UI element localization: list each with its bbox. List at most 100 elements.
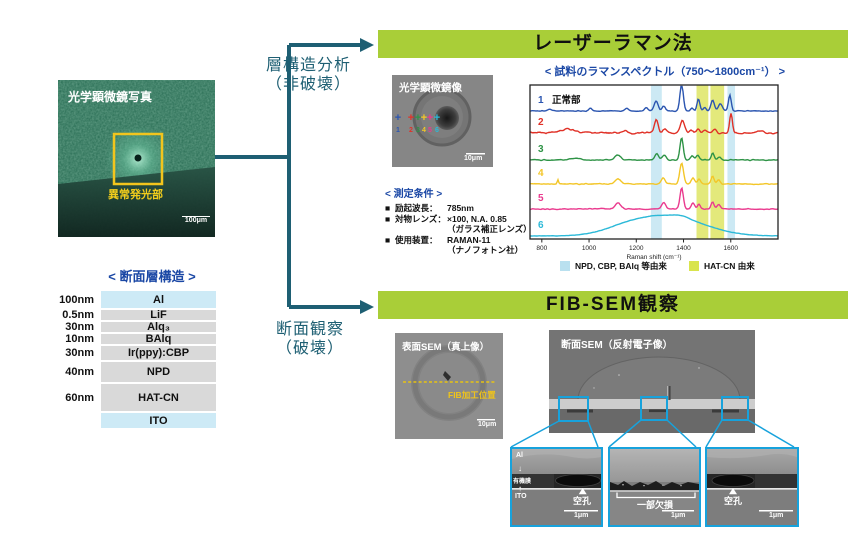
surface-defect-icon xyxy=(443,371,451,381)
raman-micrograph-image: +1+2+3+4+5+6 xyxy=(392,75,493,167)
spectrum-name: 正常部 xyxy=(552,94,581,106)
spectrum-number: 3 xyxy=(538,144,544,155)
layer-row-Alq₃: 30nm Alq₃ xyxy=(48,321,216,333)
conditions-list: ■励起波長：785nm■対物レンズ：×100, N.A. 0.85（ガラス補正レ… xyxy=(385,203,540,256)
inset-void-left-image: ↓ ↑ xyxy=(512,449,601,525)
layer-thickness: 40nm xyxy=(65,366,94,378)
arrow-top-icon xyxy=(360,38,374,52)
inset-partial-loss: 一部欠損 1μm xyxy=(608,447,701,527)
arrow-top-label: 層構造分析 （非破壊） xyxy=(266,56,351,94)
x-tick-label: 1600 xyxy=(724,245,739,252)
inset-scale: 1μm xyxy=(671,512,686,519)
arrow-bottom-label: 断面観察 （破壊） xyxy=(258,320,362,358)
inset-void-right: 空孔 1μm xyxy=(705,447,799,527)
conditions-title: < 測定条件 > xyxy=(385,189,443,200)
band-highlight xyxy=(696,85,709,239)
raman-micrograph-title: 光学顕微鏡像 xyxy=(399,82,462,94)
cross-sem-title: 断面SEM（反射電子像） xyxy=(561,340,673,351)
svg-text:+: + xyxy=(427,112,433,124)
svg-text:5: 5 xyxy=(428,127,432,134)
surface-sem-title: 表面SEM（真上像） xyxy=(402,342,490,353)
layer-thickness: 30nm xyxy=(65,347,94,359)
layer-name: ITO xyxy=(101,413,216,428)
inset-scale: 1μm xyxy=(574,512,589,519)
svg-text:3: 3 xyxy=(416,127,420,134)
optical-photo-image xyxy=(58,80,215,237)
svg-text:+: + xyxy=(415,112,421,124)
svg-text:+: + xyxy=(421,112,427,124)
x-axis-label: Raman shift (cm⁻¹) xyxy=(626,254,681,261)
surface-sem-scale: 10μm xyxy=(478,421,497,428)
layer-name: Al xyxy=(101,291,216,308)
bullet-icon: ■ xyxy=(385,203,391,213)
condition-row: ■対物レンズ：×100, N.A. 0.85（ガラス補正レンズ） xyxy=(385,214,540,235)
cross-sem: 断面SEM（反射電子像） xyxy=(549,330,755,433)
dark-region xyxy=(58,167,215,237)
inset-partial-loss-image xyxy=(610,449,699,525)
x-tick-label: 1000 xyxy=(582,245,597,252)
bullet-icon: ■ xyxy=(385,234,391,245)
x-tick-label: 800 xyxy=(536,245,547,252)
layer-name: BAlq xyxy=(101,333,216,345)
layer-name: Alq₃ xyxy=(101,321,216,333)
raman-header: レーザーラマン法 xyxy=(378,30,848,58)
layer-thickness: 60nm xyxy=(65,391,94,404)
spectrum-5 xyxy=(529,186,779,211)
condition-value: ×100, N.A. 0.85（ガラス補正レンズ） xyxy=(447,213,532,235)
arrow-top-label-line2: （非破壊） xyxy=(266,76,352,93)
photo-scalebar: 100μm xyxy=(182,216,210,225)
arrow-bottom-icon xyxy=(360,300,374,314)
conditions-block: < 測定条件 > ■励起波長：785nm■対物レンズ：×100, N.A. 0.… xyxy=(385,185,540,256)
pointer-triangle-icon xyxy=(578,488,587,495)
defect-dot-icon xyxy=(134,154,142,162)
defect-blob-icon xyxy=(435,106,459,130)
needle-icon xyxy=(668,386,671,400)
layer-thickness xyxy=(48,413,101,428)
raman-micrograph-scale: 10μm xyxy=(464,155,483,162)
layer-name: HAT-CN xyxy=(101,384,216,411)
legend-swatch-icon xyxy=(560,261,570,271)
arrow-bottom-label-line2: （破壊） xyxy=(275,340,344,357)
raman-micrograph: +1+2+3+4+5+6 光学顕微鏡像 10μm xyxy=(392,75,493,167)
highlight-box-icon xyxy=(112,132,164,186)
condition-label: 使用装置： xyxy=(395,234,438,245)
layer-name: NPD xyxy=(101,362,216,382)
raman-chart-title: < 試料のラマンスペクトル（750～1800cm⁻¹） > xyxy=(544,66,786,78)
layer-name: Ir(ppy):CBP xyxy=(101,346,216,360)
spectrum-number: 6 xyxy=(538,220,544,231)
void-icon xyxy=(712,474,754,487)
layer-row-ITO: ITO xyxy=(48,413,216,428)
band-highlight xyxy=(710,85,725,239)
svg-text:+: + xyxy=(395,112,401,124)
inset-layer-ito-label: ITO xyxy=(515,493,527,500)
inset-layer-al-label: Al xyxy=(516,452,523,459)
condition-row: ■励起波長：785nm xyxy=(385,203,540,214)
svg-text:+: + xyxy=(434,112,440,124)
surface-sem: 表面SEM（真上像） FIB加工位置 10μm xyxy=(395,333,503,439)
svg-text:+: + xyxy=(408,112,414,124)
layer-row-HAT-CN: 60nm HAT-CN xyxy=(48,384,216,411)
svg-text:↑: ↑ xyxy=(518,484,522,493)
damaged-layer-icon xyxy=(610,481,699,491)
optical-photo-title: 光学顕微鏡写真 xyxy=(68,90,153,104)
layer-thickness: 30nm xyxy=(65,321,94,333)
x-tick-label: 1400 xyxy=(676,245,691,252)
svg-text:4: 4 xyxy=(422,127,426,134)
legend-item: HAT-CN 由来 xyxy=(688,260,755,272)
svg-text:2: 2 xyxy=(409,127,413,134)
inset-void-right-image xyxy=(707,449,797,525)
bright-layer xyxy=(549,399,755,409)
legend-label: NPD, CBP, BAlq 等由来 xyxy=(575,261,667,271)
photo-annotation: 異常発光部 xyxy=(108,189,163,201)
inset-layer-organic-label: 有機膜 xyxy=(513,479,532,485)
svg-text:1: 1 xyxy=(396,127,400,134)
condition-label: 励起波長： xyxy=(395,203,438,213)
optical-photo: 光学顕微鏡写真 異常発光部 100μm xyxy=(58,80,215,237)
